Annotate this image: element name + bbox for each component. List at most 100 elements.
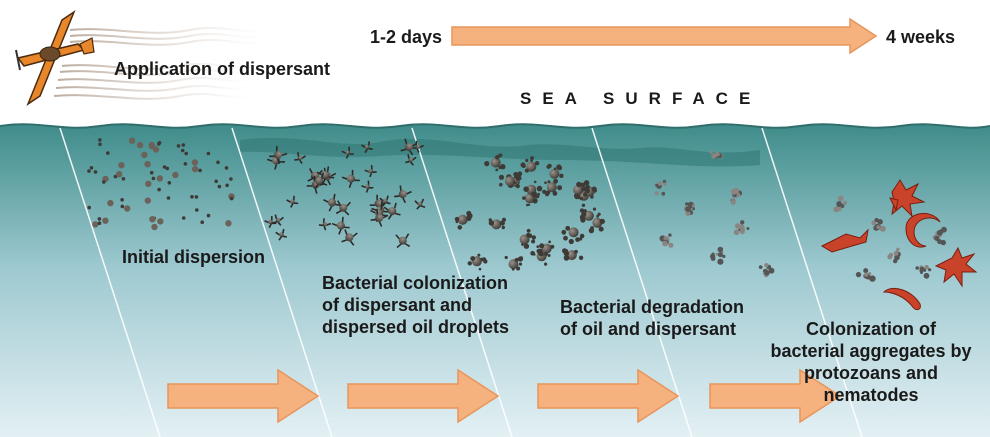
- stage-dividers: [59, 127, 863, 437]
- degrading-clump: [519, 228, 536, 249]
- oil-droplet: [116, 171, 123, 178]
- colonized-droplet: [275, 228, 287, 241]
- colonized-droplets: [264, 138, 426, 249]
- colonized-droplet: [405, 154, 417, 166]
- oil-droplet: [149, 216, 156, 223]
- oil-droplet: [98, 142, 102, 147]
- oil-droplet: [229, 196, 234, 201]
- bacterial-aggregate: [871, 217, 886, 232]
- stage-label-initial-dispersion: Initial dispersion: [122, 247, 266, 267]
- colonized-droplet: [360, 141, 373, 154]
- oil-droplet: [120, 204, 125, 209]
- timeline-start-label: 1-2 days: [370, 27, 443, 47]
- colonized-droplet: [394, 185, 412, 204]
- oil-droplet: [141, 151, 148, 159]
- bacterial-aggregate: [915, 264, 932, 279]
- colonized-droplet: [364, 164, 377, 178]
- colonized-droplet: [383, 202, 401, 220]
- oil-droplet: [180, 148, 185, 153]
- oil-droplet: [157, 218, 164, 225]
- protozoan-icon: [820, 228, 869, 253]
- oil-droplet: [216, 160, 220, 165]
- protozoan-icon: [891, 179, 926, 218]
- degrading-clump: [520, 156, 540, 173]
- degrading-clump: [484, 153, 506, 172]
- bacterial-aggregate: [758, 263, 775, 278]
- progression-arrow: [537, 368, 680, 424]
- bacterial-aggregate: [683, 201, 696, 216]
- oil-droplet: [195, 208, 199, 212]
- oil-droplet: [97, 217, 102, 221]
- oil-droplet: [144, 161, 151, 168]
- oil-droplet: [157, 142, 161, 146]
- timeline-arrow: [451, 17, 878, 55]
- degrading-clump: [523, 180, 543, 197]
- bacterial-aggregate: [932, 226, 947, 246]
- oil-droplet: [87, 169, 91, 173]
- oil-droplet: [181, 216, 186, 220]
- oil-droplet: [198, 168, 202, 173]
- oil-droplet: [151, 223, 158, 231]
- wave-shading: [240, 137, 760, 167]
- oil-droplet: [92, 221, 99, 228]
- oil-droplet: [151, 176, 156, 181]
- oil-droplet: [113, 174, 118, 179]
- colonized-droplet: [414, 198, 426, 210]
- colonized-droplet: [294, 152, 307, 165]
- nematode-icon: [905, 213, 941, 248]
- colonized-droplet: [395, 233, 411, 249]
- airplane-icon: [15, 10, 95, 106]
- colonized-droplet: [269, 145, 288, 165]
- oil-droplet: [191, 159, 199, 166]
- colonized-droplet: [411, 140, 425, 153]
- oil-droplet: [148, 141, 155, 149]
- degrading-clump: [542, 180, 563, 197]
- degrading-clump: [498, 172, 520, 187]
- oil-droplet: [225, 183, 229, 188]
- colonized-droplet: [318, 218, 332, 231]
- oil-droplet: [120, 198, 124, 202]
- oil-droplet: [106, 151, 110, 155]
- degrading-clump: [573, 181, 591, 201]
- colonized-droplet: [341, 169, 360, 188]
- bacterial-aggregate: [710, 246, 726, 265]
- colonized-droplet: [331, 216, 350, 235]
- oil-droplet: [87, 205, 91, 210]
- oil-droplet: [181, 143, 186, 147]
- oil-droplet: [107, 199, 114, 207]
- protozoans-and-nematodes: [820, 179, 978, 311]
- colonized-droplet: [272, 214, 285, 226]
- colonized-droplet: [286, 195, 299, 208]
- bacterial-aggregate: [709, 150, 723, 160]
- protozoan-icon: [934, 246, 978, 288]
- oil-droplet: [167, 181, 172, 185]
- oil-droplet: [191, 165, 199, 173]
- oil-droplet: [183, 162, 188, 166]
- oil-droplet: [217, 184, 222, 189]
- stage-label-bacterial-degradation: Bacterial degradation of oil and dispers…: [560, 297, 745, 339]
- bacterial-aggregates: [654, 150, 947, 282]
- bacterial-aggregate: [659, 233, 674, 248]
- bacterial-aggregate: [855, 268, 876, 282]
- oil-droplet: [224, 166, 229, 170]
- degrading-clump: [536, 240, 555, 257]
- colonized-droplet: [335, 200, 352, 216]
- oil-droplet: [206, 213, 211, 218]
- bacterial-aggregate: [833, 195, 848, 213]
- initial-droplets: [87, 137, 235, 231]
- oil-droplet: [149, 170, 154, 175]
- colonized-droplet: [310, 172, 328, 190]
- oil-droplet: [176, 144, 181, 148]
- oil-droplet: [102, 217, 109, 224]
- nematode-icon: [882, 288, 921, 311]
- oil-droplet: [98, 138, 102, 142]
- sea-surface-label: SEA SURFACE: [520, 89, 762, 108]
- degrading-clump: [454, 210, 473, 230]
- colonized-droplet: [341, 229, 358, 246]
- oil-droplet: [190, 195, 194, 199]
- degrading-clump: [579, 207, 599, 223]
- degrading-clump: [562, 248, 584, 261]
- oil-droplet: [97, 221, 102, 225]
- bacterial-aggregate: [730, 187, 743, 205]
